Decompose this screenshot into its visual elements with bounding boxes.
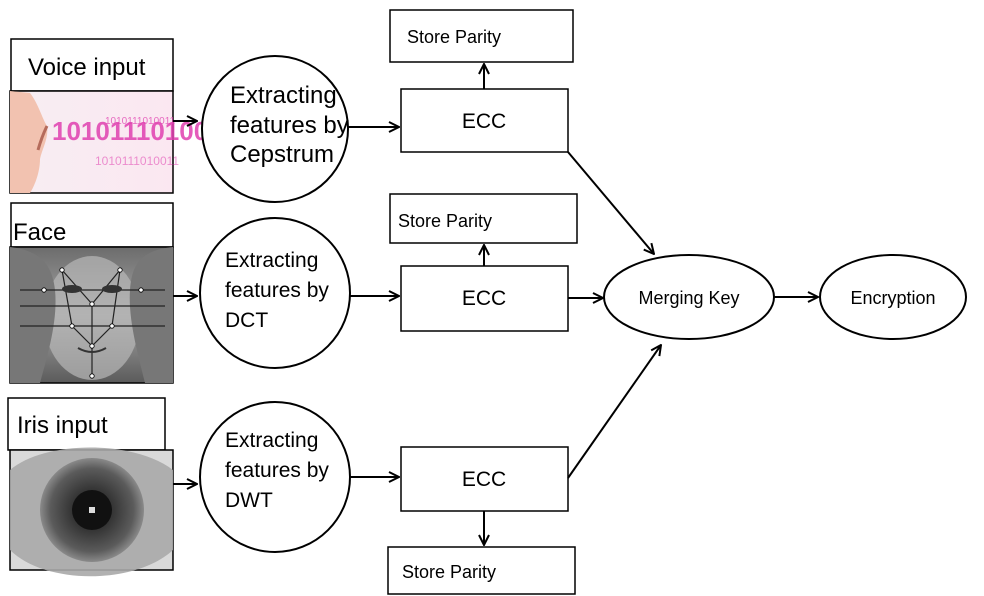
extract-voice-circle: [201, 55, 349, 203]
store-parity-voice-label: Store Parity: [407, 27, 501, 47]
ecc-face-node: ECC: [400, 265, 569, 332]
ecc-face-label: ECC: [462, 287, 506, 310]
arrow-ecc-iris-to-merge: [567, 345, 661, 479]
store-parity-face-label: Store Parity: [398, 211, 492, 231]
store-parity-iris-label: Store Parity: [402, 562, 496, 582]
extract-face-line3: DCT: [225, 309, 268, 332]
voice-input-label-box: [10, 38, 174, 92]
face-landmarks-icon: [9, 246, 174, 384]
extract-voice-line2: features by: [230, 112, 349, 139]
store-parity-face-box: [389, 193, 578, 244]
face-input-label: Face: [13, 219, 66, 246]
extract-iris-line2: features by: [225, 459, 329, 482]
extract-iris-node: Extracting features by DWT: [199, 401, 351, 553]
ecc-iris-label: ECC: [462, 468, 506, 491]
arrow-ecc-voice-to-merge: [567, 151, 654, 254]
merging-key-label: Merging Key: [638, 288, 739, 308]
arrows: [173, 64, 818, 545]
extract-face-node: Extracting features by DCT: [199, 217, 351, 369]
extract-voice-line3: Cepstrum: [230, 141, 334, 168]
extract-face-circle: [199, 217, 351, 369]
extract-face-line2: features by: [225, 279, 329, 302]
ecc-voice-label: ECC: [462, 110, 506, 133]
store-parity-voice-node: Store Parity: [389, 9, 574, 63]
voice-input-label: Voice input: [28, 54, 146, 81]
extract-face-line1: Extracting: [225, 249, 318, 272]
encryption-label: Encryption: [850, 288, 935, 308]
voice-input-block: Voice input 1010111010011 1010111010011 …: [9, 38, 236, 194]
iris-input-label-box: [7, 397, 166, 451]
iris-input-block: Iris input: [7, 397, 174, 577]
extract-voice-node: Extracting features by Cepstrum: [201, 55, 349, 203]
ecc-voice-node: ECC: [400, 88, 569, 153]
merging-key-node: Merging Key: [603, 254, 775, 340]
face-input-block: Face: [9, 202, 174, 384]
ecc-face-box: [400, 265, 569, 332]
store-parity-iris-node: Store Parity: [387, 546, 576, 595]
ecc-iris-node: ECC: [400, 446, 569, 512]
ecc-iris-box: [400, 446, 569, 512]
extract-voice-line1: Extracting: [230, 82, 337, 109]
ecc-voice-box: [400, 88, 569, 153]
encryption-ellipse: [819, 254, 967, 340]
store-parity-voice-box: [389, 9, 574, 63]
voice-bits-3: 1010111010011: [95, 154, 179, 168]
encryption-node: Encryption: [819, 254, 967, 340]
store-parity-face-node: Store Parity: [389, 193, 578, 244]
face-input-label-box: [10, 202, 174, 248]
extract-iris-line3: DWT: [225, 489, 273, 512]
store-parity-iris-box: [387, 546, 576, 595]
iris-eye-icon: [9, 447, 174, 577]
voice-bits-2: 1010111010011: [105, 116, 176, 127]
voice-speech-icon: 1010111010011 1010111010011 101011101001…: [9, 90, 236, 194]
iris-input-label: Iris input: [17, 412, 108, 439]
extract-iris-line1: Extracting: [225, 429, 318, 452]
